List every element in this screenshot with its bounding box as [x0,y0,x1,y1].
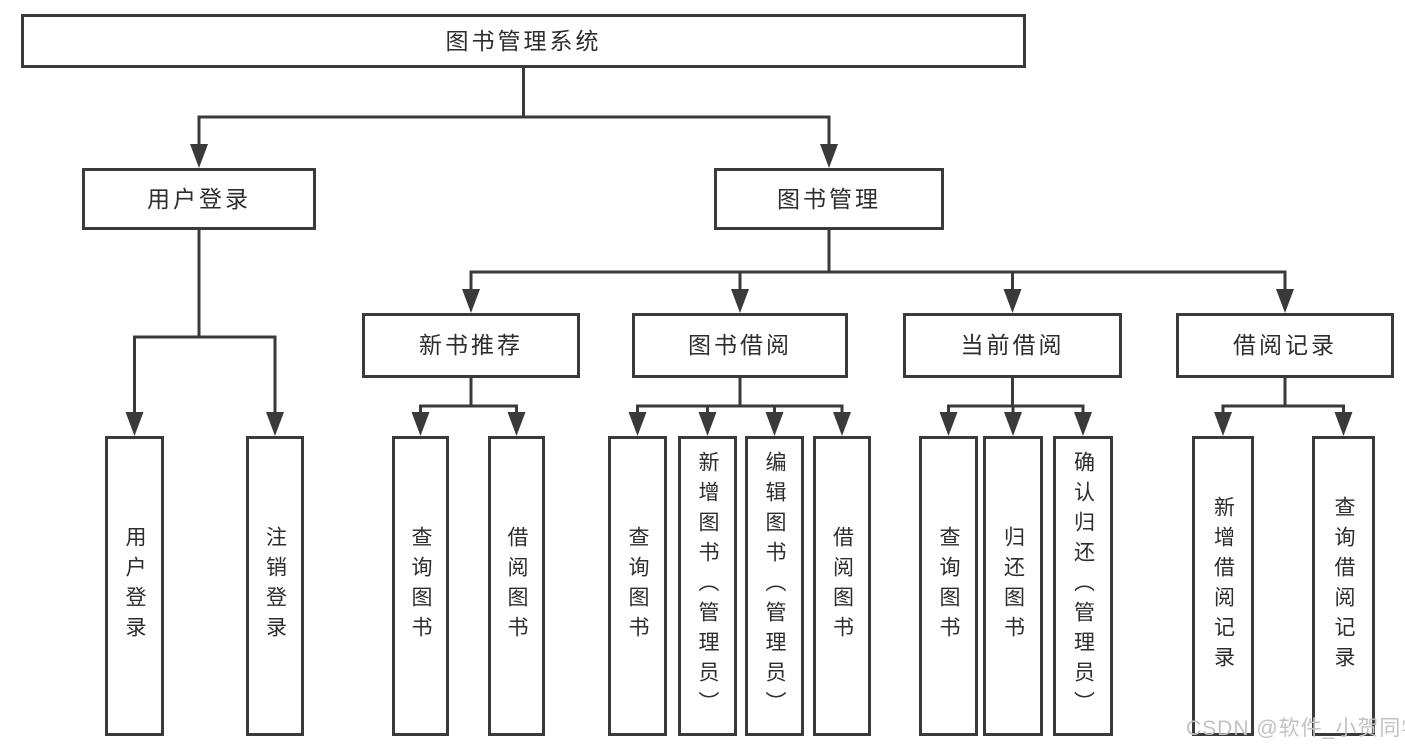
node-label-add-borrow-record: 新增借阅记录 [1211,496,1235,676]
node-label-logout-op: 注销登录 [263,526,287,646]
node-query-borrow-record: 查询借阅记录 [1312,436,1375,736]
node-edit-books-admin: 编辑图书（管理员） [745,436,804,736]
node-label-query-borrow-record: 查询借阅记录 [1332,496,1355,676]
node-user-login-op: 用户登录 [105,436,164,736]
node-label-borrow-books-borrow: 借阅图书 [830,526,854,646]
node-label-edit-books-admin: 编辑图书（管理员） [763,451,786,721]
node-label-confirm-return-admin: 确认归还（管理员） [1071,451,1095,721]
node-borrowing-records: 借阅记录 [1176,313,1394,378]
node-new-book-recommend: 新书推荐 [362,313,580,378]
node-label-borrow-books-recommend: 借阅图书 [505,526,528,646]
node-book-management: 图书管理 [714,168,944,230]
node-label-query-books-borrow: 查询图书 [626,526,649,646]
node-confirm-return-admin: 确认归还（管理员） [1053,436,1113,736]
node-return-books: 归还图书 [983,436,1043,736]
csdn-watermark: CSDN @软件_小贺同学 [1186,717,1405,740]
node-user-login: 用户登录 [82,168,316,230]
node-add-books-admin: 新增图书（管理员） [678,436,737,736]
node-label-book-management: 图书管理 [777,185,881,212]
node-label-return-books: 归还图书 [1001,526,1025,646]
node-book-borrowing: 图书借阅 [632,313,848,378]
node-label-query-books-current: 查询图书 [937,526,960,646]
node-query-books-recommend: 查询图书 [392,436,449,736]
node-label-user-login: 用户登录 [147,185,251,212]
node-label-library-system: 图书管理系统 [445,27,602,54]
node-borrow-books-recommend: 借阅图书 [488,436,545,736]
node-add-borrow-record: 新增借阅记录 [1192,436,1254,736]
node-query-books-borrow: 查询图书 [608,436,667,736]
node-label-user-login-op: 用户登录 [123,526,146,646]
node-label-add-books-admin: 新增图书（管理员） [696,451,719,721]
node-query-books-current: 查询图书 [919,436,978,736]
node-label-book-borrowing: 图书借阅 [688,332,792,358]
node-current-borrowing: 当前借阅 [903,313,1122,378]
node-logout-op: 注销登录 [246,436,304,736]
node-borrow-books-borrow: 借阅图书 [813,436,871,736]
node-label-new-book-recommend: 新书推荐 [419,332,523,358]
node-label-query-books-recommend: 查询图书 [409,526,432,646]
node-library-system: 图书管理系统 [21,14,1026,68]
node-label-current-borrowing: 当前借阅 [960,332,1065,358]
node-label-borrowing-records: 借阅记录 [1233,332,1337,358]
